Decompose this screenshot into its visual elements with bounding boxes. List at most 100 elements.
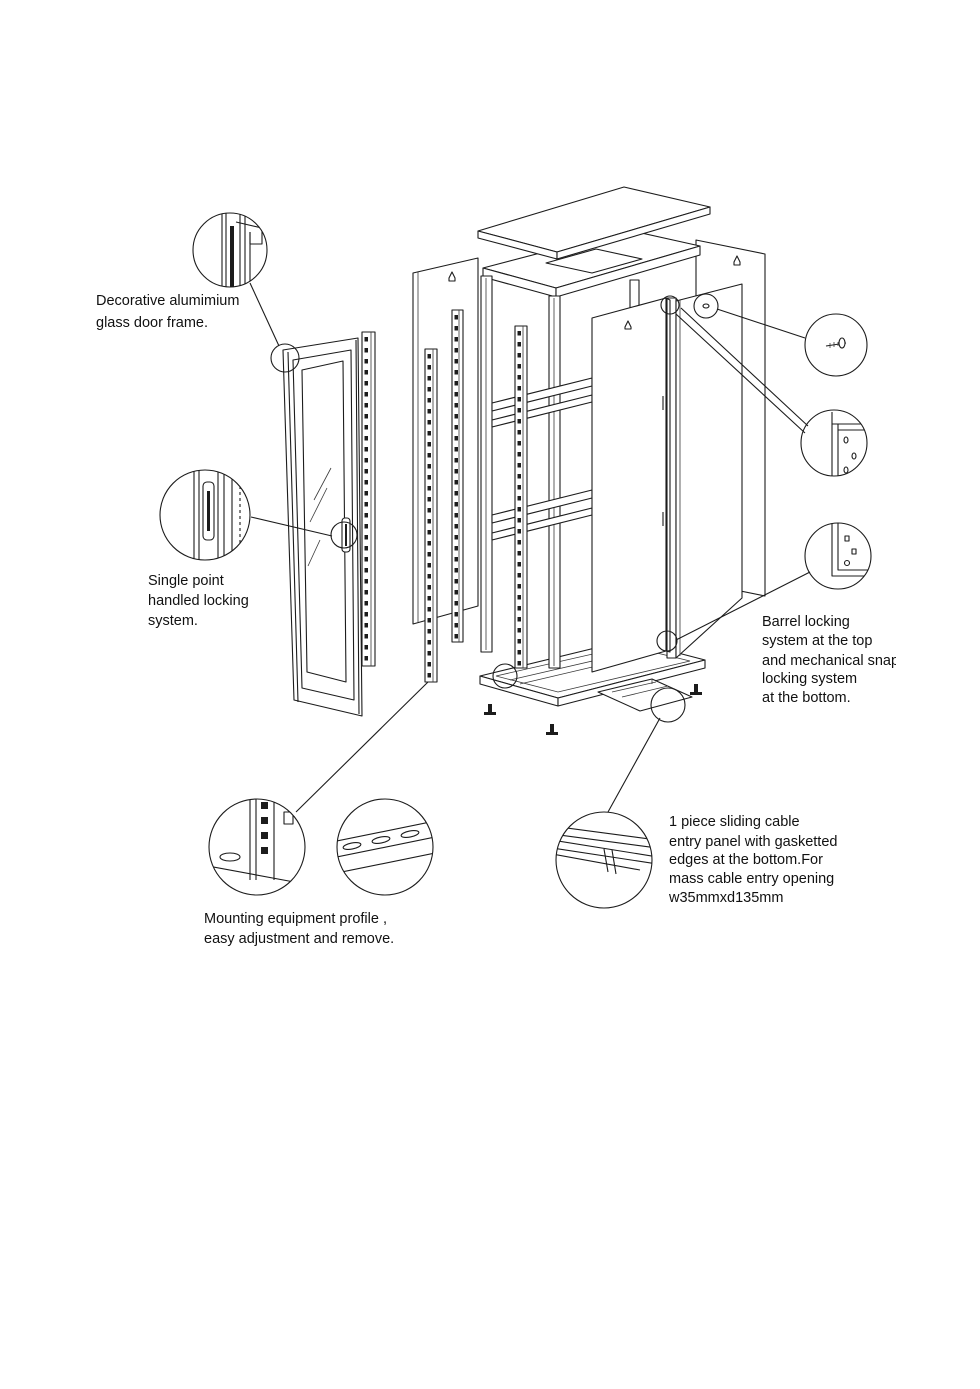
rail-door-side-hole [364, 535, 368, 540]
door-frame-leader [249, 282, 280, 347]
rail-front-left-hole [427, 541, 431, 546]
rail-door-side-hole [364, 480, 368, 485]
rail-front-left-hole [427, 464, 431, 469]
barrel-leader [716, 308, 806, 339]
rail-front-centre-hole [517, 419, 521, 424]
left-side-panel [412, 257, 479, 625]
rail-front-left-hole [427, 651, 431, 656]
cable-entry-detail-bar-1 [556, 825, 652, 851]
rail-front-centre-hole [517, 386, 521, 391]
cable-entry-detail-bar-2 [556, 839, 652, 866]
rail-front-left-hole [427, 574, 431, 579]
rail-front-left-hole [427, 475, 431, 480]
rail-front-left-hole [427, 376, 431, 381]
label-barrel: Barrel locking system at the top and mec… [762, 614, 896, 706]
label-barrel-line-2: system at the top [762, 633, 872, 649]
rail-rear-left-hole [454, 392, 458, 397]
mounting-profile-detail-1-clip [283, 811, 294, 825]
rail-door-side-hole [364, 381, 368, 386]
rail-front-centre-hole [517, 595, 521, 600]
label-cable-entry-line-4: mass cable entry opening [669, 871, 834, 887]
bracket-leaders [675, 307, 809, 434]
rail-door-side-hole [364, 403, 368, 408]
rail-front-left-hole [427, 354, 431, 359]
rail-door-side-hole [364, 645, 368, 650]
door-frame-magnifier [192, 212, 268, 288]
rail-front-left-hole [427, 420, 431, 425]
snap-lock-detail-hole-1 [844, 535, 850, 542]
mounting-profile-detail-1-hole-2 [261, 817, 268, 824]
locking-detail [193, 470, 241, 560]
label-locking-line-3: system. [148, 613, 198, 629]
rail-door-side-hole [364, 392, 368, 397]
right-side-panel-hook [702, 303, 710, 309]
rail-rear-left [451, 309, 464, 643]
rail-door-side-hole [364, 458, 368, 463]
callout-locking [159, 469, 358, 561]
rail-door-side-hole [364, 337, 368, 342]
rail-door-side-hole [364, 601, 368, 606]
label-locking-line-2: handled locking [148, 593, 249, 609]
rail-door-side-hole [364, 502, 368, 507]
rail-front-left-hole [427, 607, 431, 612]
rail-front-centre-hole [517, 573, 521, 578]
bracket-detail [831, 412, 867, 476]
label-barrel-line-1: Barrel locking [762, 614, 850, 630]
rail-front-centre-hole [517, 430, 521, 435]
rail-front-centre-hole [517, 474, 521, 479]
locking-target [330, 521, 358, 549]
rail-door-side-hole [364, 623, 368, 628]
label-mounting-line-2: easy adjustment and remove. [204, 931, 394, 947]
rail-rear-left-hole [454, 403, 458, 408]
rail-rear-left-hole [454, 535, 458, 540]
label-cable-entry-line-5: w35mmxd135mm [668, 890, 783, 906]
rail-rear-left-hole [454, 370, 458, 375]
rail-front-left-hole [427, 453, 431, 458]
base-front-right [557, 659, 706, 707]
mounting-profile-detail-1-hole-1 [261, 802, 268, 809]
rail-door-side-hole [364, 348, 368, 353]
rail-rear-left-hole [454, 491, 458, 496]
rail-front-left [424, 348, 438, 683]
label-cable-entry-line-1: 1 piece sliding cable [669, 814, 800, 830]
label-cable-entry: 1 piece sliding cable entry panel with g… [668, 814, 837, 906]
glass-door [282, 337, 363, 717]
label-locking-line-1: Single point [148, 573, 224, 589]
rail-front-centre-hole [517, 650, 521, 655]
label-barrel-line-5: at the bottom. [762, 690, 851, 706]
rail-rear-left-hole [454, 381, 458, 386]
rail-door-side [361, 331, 376, 667]
top-plate [477, 186, 711, 260]
mounting-profile-leader [295, 681, 429, 813]
mounting-profile-magnifier-2 [336, 798, 434, 896]
rail-door-side-hole [364, 656, 368, 661]
locking-detail-profile [193, 470, 233, 560]
locking-magnifier [159, 469, 251, 561]
rail-front-left-hole [427, 409, 431, 414]
door-frame-detail-bracket [235, 221, 263, 245]
rail-front-centre-hole [517, 353, 521, 358]
rail-front-centre [514, 325, 528, 669]
rail-front-centre-hole [517, 342, 521, 347]
rail-front-left-hole [427, 618, 431, 623]
frame-post-right [666, 297, 677, 659]
base-corner-target [492, 663, 518, 689]
foot-2 [546, 724, 558, 735]
mounting-profile-detail-1 [209, 799, 305, 885]
rail-rear-left-hole [454, 414, 458, 419]
rail-door-side-hole [364, 370, 368, 375]
locking-leader [250, 516, 333, 537]
rail-door-side-hole [364, 546, 368, 551]
snap-lock-detail-profile [831, 523, 871, 577]
rail-front-left-hole [427, 629, 431, 634]
rail-front-left-hole [427, 508, 431, 513]
rail-front-centre-hole [517, 463, 521, 468]
front-panel-hook [624, 320, 632, 330]
rail-front-left-hole [427, 563, 431, 568]
rail-front-left-hole [427, 497, 431, 502]
rail-front-centre-hole [517, 529, 521, 534]
rail-rear-left-hole [454, 348, 458, 353]
rail-front-centre-hole [517, 507, 521, 512]
mounting-profile-detail-1-hole-3 [261, 832, 268, 839]
